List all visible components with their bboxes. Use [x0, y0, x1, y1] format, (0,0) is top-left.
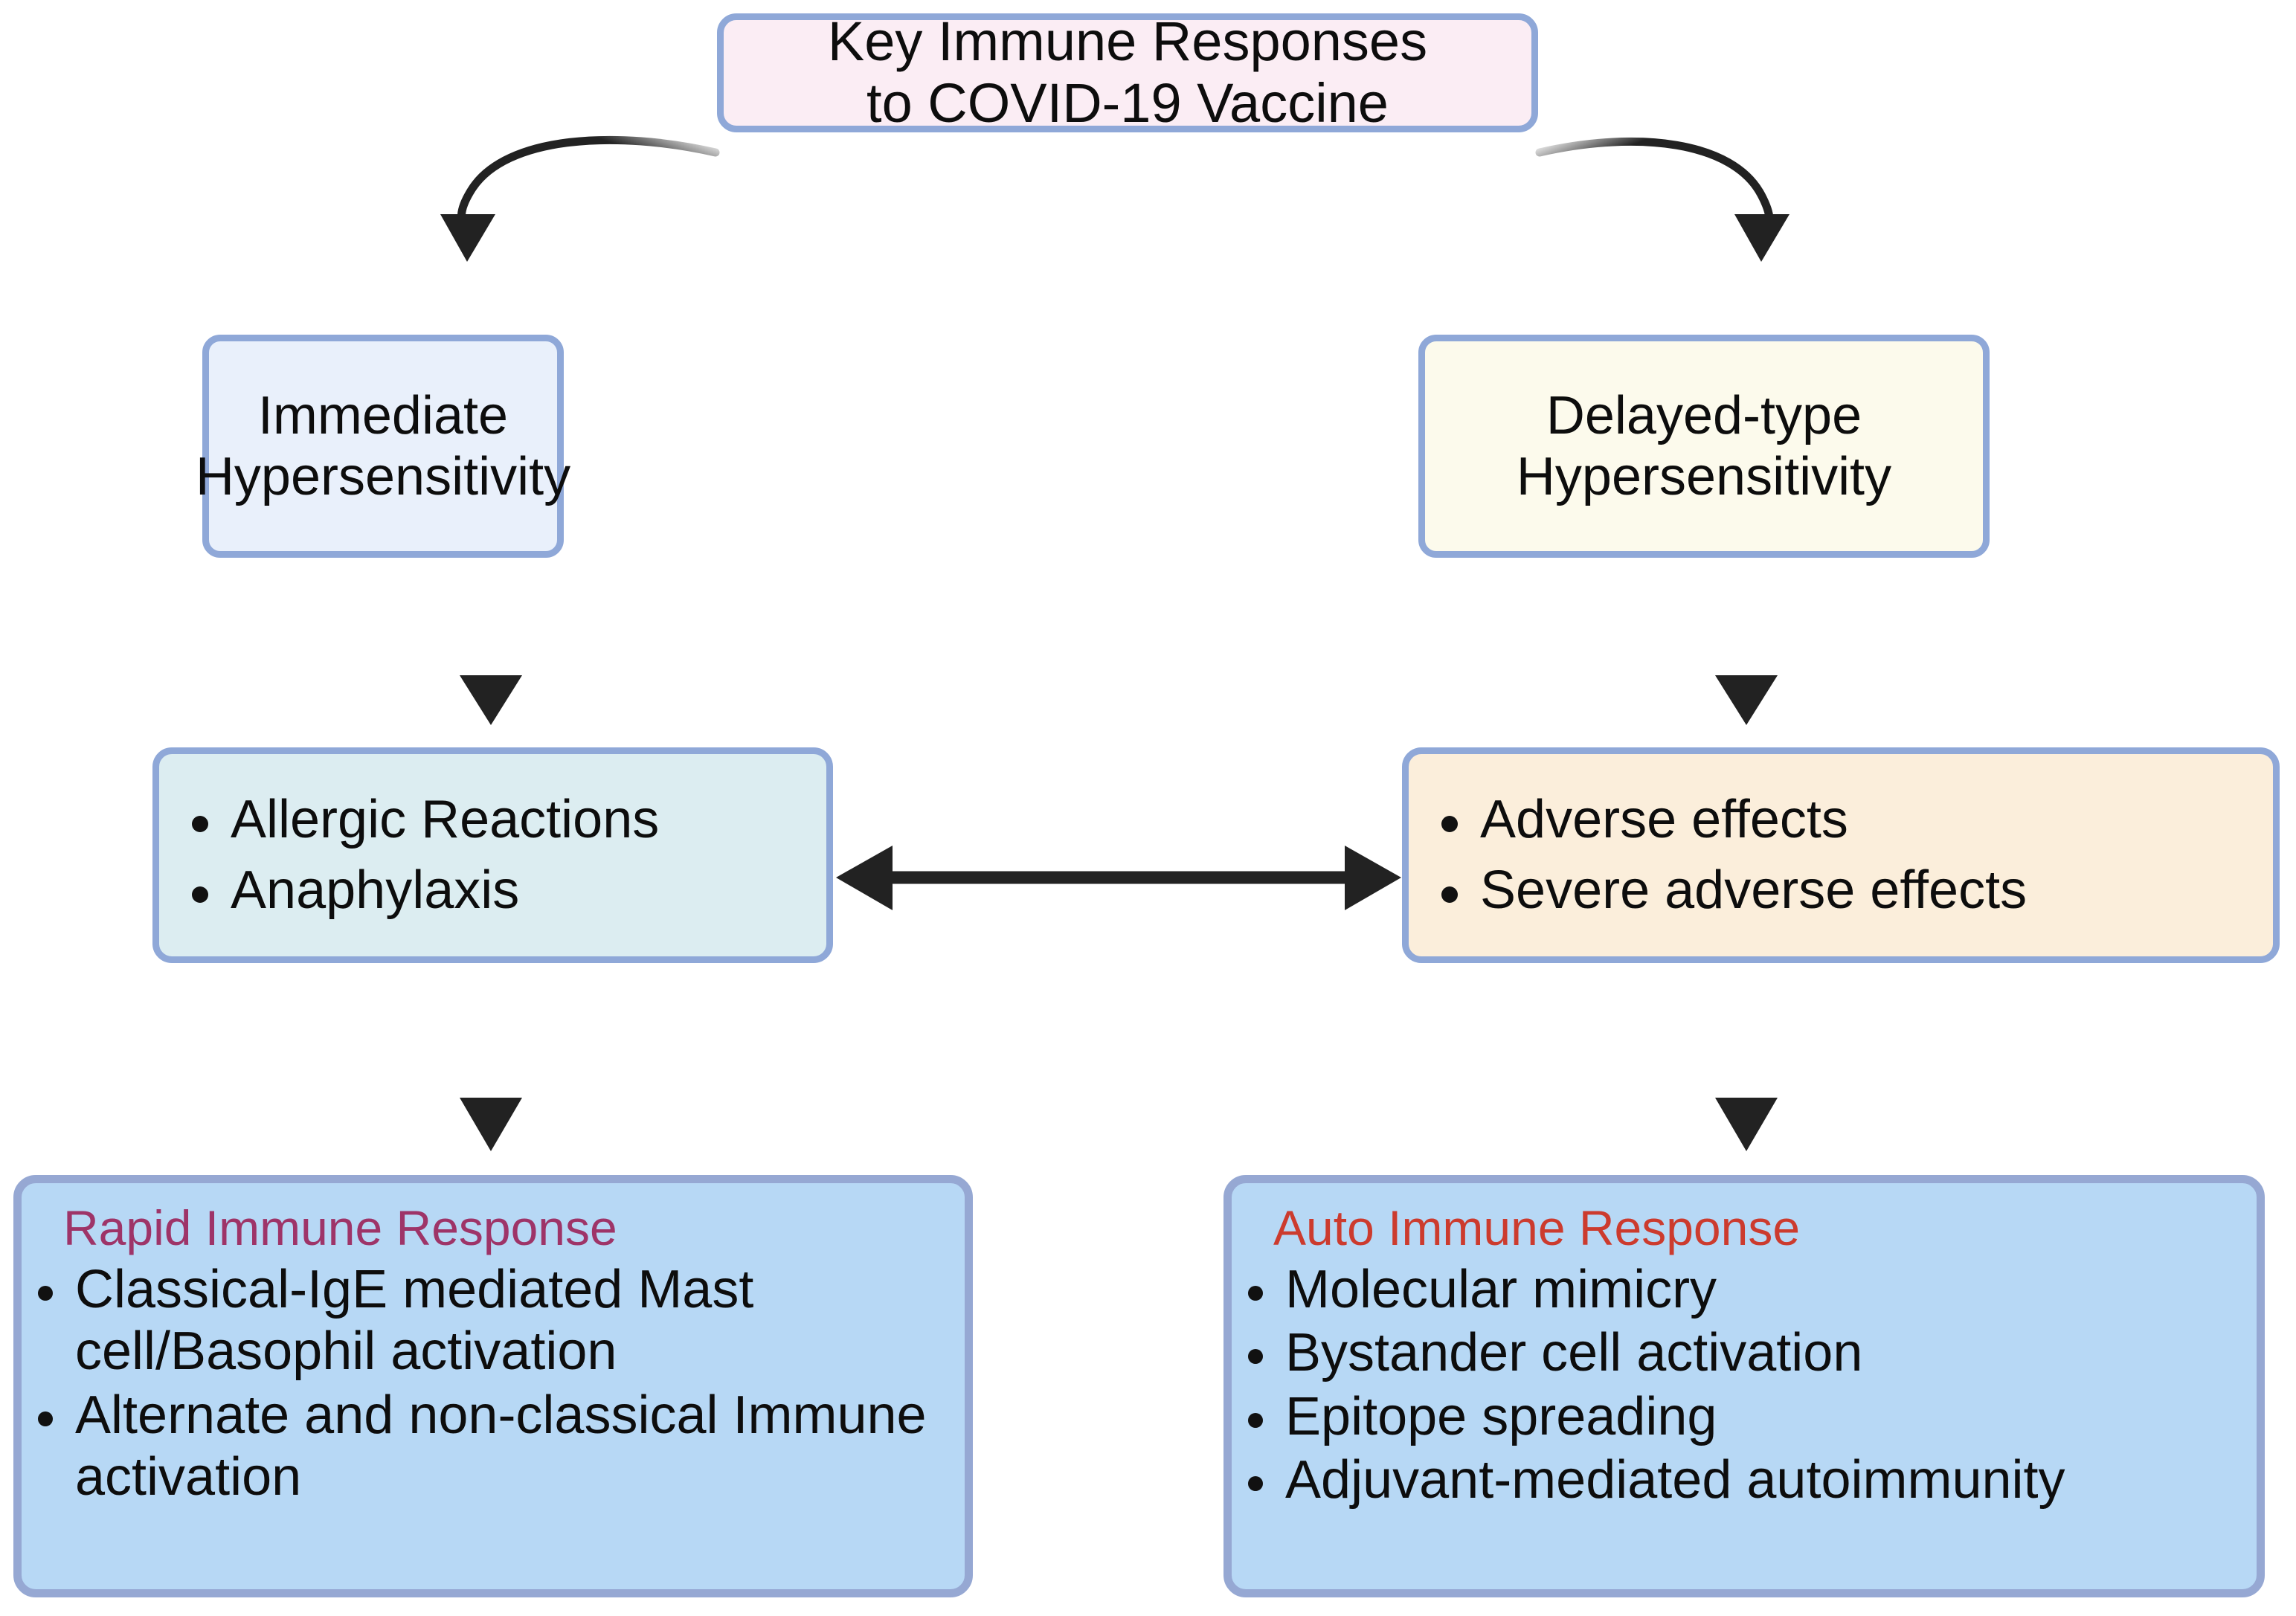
list-item: Anaphylaxis: [159, 855, 826, 926]
node-immediate-line1: Immediate: [257, 385, 509, 445]
node-root-line1: Key Immune Responses: [827, 10, 1428, 73]
list-item: Allergic Reactions: [159, 785, 826, 855]
node-immediate-line2: Hypersensitivity: [195, 447, 571, 506]
list-item: Epitope spreading: [1232, 1386, 2257, 1449]
edge-immediate-to-allergic: [460, 562, 522, 725]
node-immediate-hypersensitivity[interactable]: Immediate Hypersensitivity: [196, 335, 570, 558]
node-allergic-reactions[interactable]: Allergic Reactions Anaphylaxis: [152, 747, 833, 963]
list-item: Adverse effects: [1409, 785, 2273, 855]
auto-heading: Auto Immune Response: [1273, 1200, 1801, 1255]
node-adverse-effects[interactable]: Adverse effects Severe adverse effects: [1402, 747, 2280, 963]
node-key-immune-responses[interactable]: Key Immune Responses to COVID-19 Vaccine: [717, 10, 1538, 134]
list-item: Molecular mimicry: [1232, 1259, 2257, 1322]
list-item: Classical-IgE mediated Mast cell/Basophi…: [22, 1259, 965, 1383]
node-delayed-type-hypersensitivity[interactable]: Delayed-type Hypersensitivity: [1418, 335, 1990, 558]
node-auto-immune-response[interactable]: Auto Immune Response Molecular mimicry B…: [1223, 1175, 2265, 1597]
auto-bullet-list: Molecular mimicry Bystander cell activat…: [1232, 1258, 2257, 1512]
edge-adverse-to-auto: [1715, 967, 1778, 1151]
rapid-heading: Rapid Immune Response: [63, 1200, 617, 1255]
edge-allergic-to-adverse: [836, 846, 1401, 910]
edge-root-to-delayed: [1535, 137, 1789, 262]
list-item: Adjuvant-mediated autoimmunity: [1232, 1449, 2257, 1512]
list-item: Bystander cell activation: [1232, 1322, 2257, 1385]
edge-allergic-to-rapid: [460, 967, 522, 1151]
node-delayed-line2: Hypersensitivity: [1516, 447, 1892, 506]
edge-root-to-immediate: [440, 135, 720, 262]
node-delayed-line1: Delayed-type: [1546, 385, 1862, 445]
list-item: Severe adverse effects: [1409, 855, 2273, 926]
list-item: Alternate and non-classical Immune activ…: [22, 1385, 965, 1509]
rapid-bullet-list: Classical-IgE mediated Mast cell/Basophi…: [22, 1258, 965, 1509]
node-rapid-immune-response[interactable]: Rapid Immune Response Classical-IgE medi…: [13, 1175, 973, 1597]
adverse-bullet-list: Adverse effects Severe adverse effects: [1409, 785, 2273, 926]
node-root-line2: to COVID-19 Vaccine: [866, 72, 1389, 134]
edge-delayed-to-adverse: [1715, 562, 1778, 725]
allergic-bullet-list: Allergic Reactions Anaphylaxis: [159, 785, 826, 926]
